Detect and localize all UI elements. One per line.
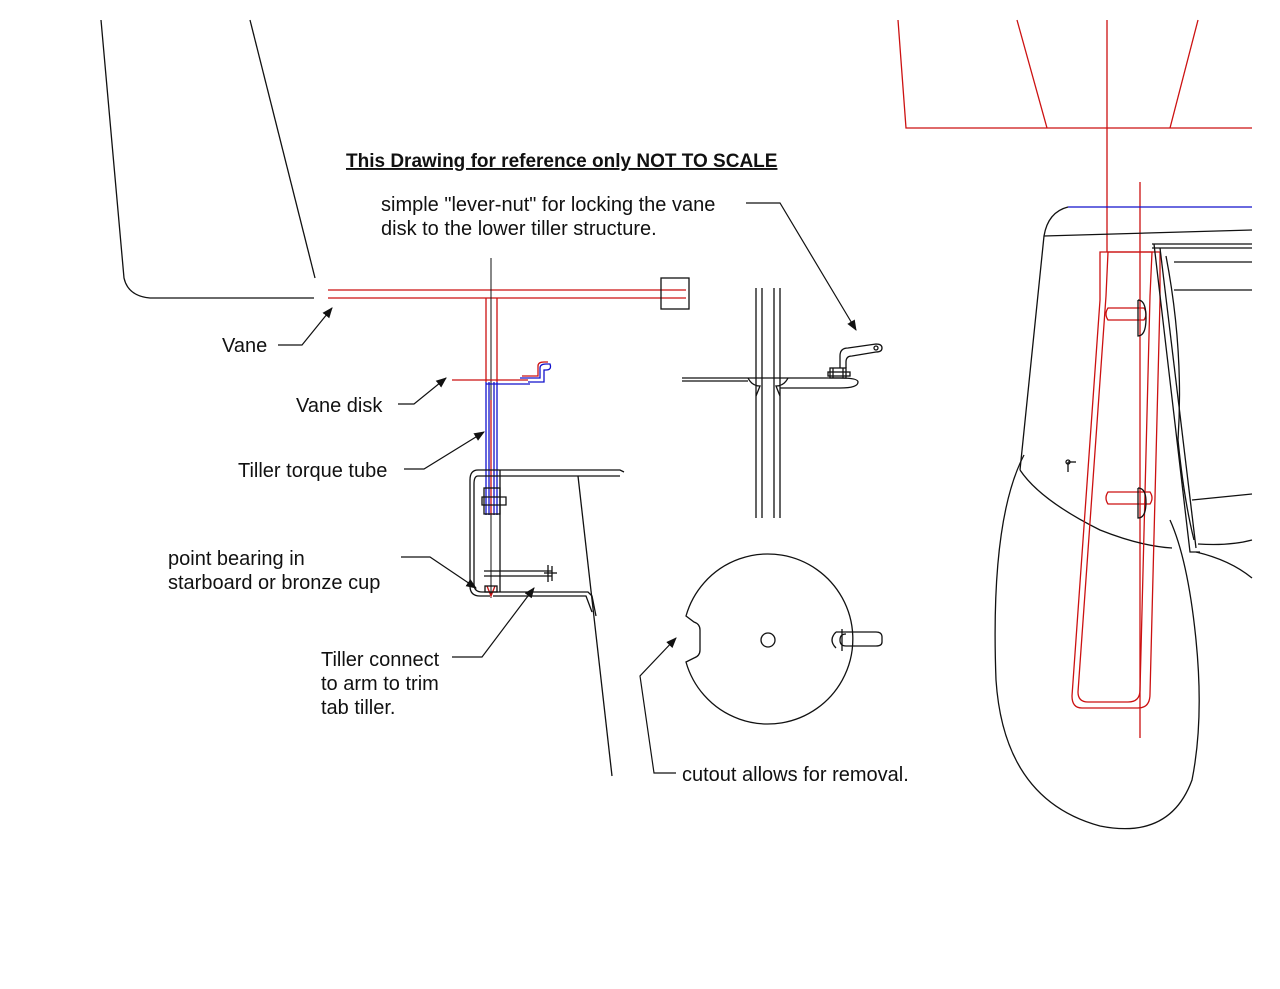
tiller-torque-tube [485,298,498,515]
label-lever-nut-2: disk to the lower tiller structure. [381,218,657,240]
vane-outline [100,19,316,299]
label-point-bearing-1: point bearing in [168,548,305,570]
label-tiller-connect-3: tab tiller. [321,697,395,719]
lever-nut-section [682,288,883,518]
label-tiller-connect-2: to arm to trim [321,673,439,695]
tiller-structure [469,469,625,777]
label-lever-nut-1: simple "lever-nut" for locking the vane [381,194,715,216]
label-point-bearing-2: starboard or bronze cup [168,572,380,594]
drawing-title: This Drawing for reference only NOT TO S… [346,151,777,172]
label-tiller-connect-1: Tiller connect [321,649,440,671]
label-tiller-torque-tube: Tiller torque tube [238,460,387,482]
leader-lines [278,202,857,774]
label-cutout: cutout allows for removal. [682,764,909,786]
vane-disk-plan [685,553,883,725]
vane-arm [328,277,690,310]
label-vane-disk: Vane disk [296,395,383,417]
hull-rudder-view [897,19,1253,830]
label-vane: Vane [222,335,267,357]
vane-disk-side [452,361,552,385]
